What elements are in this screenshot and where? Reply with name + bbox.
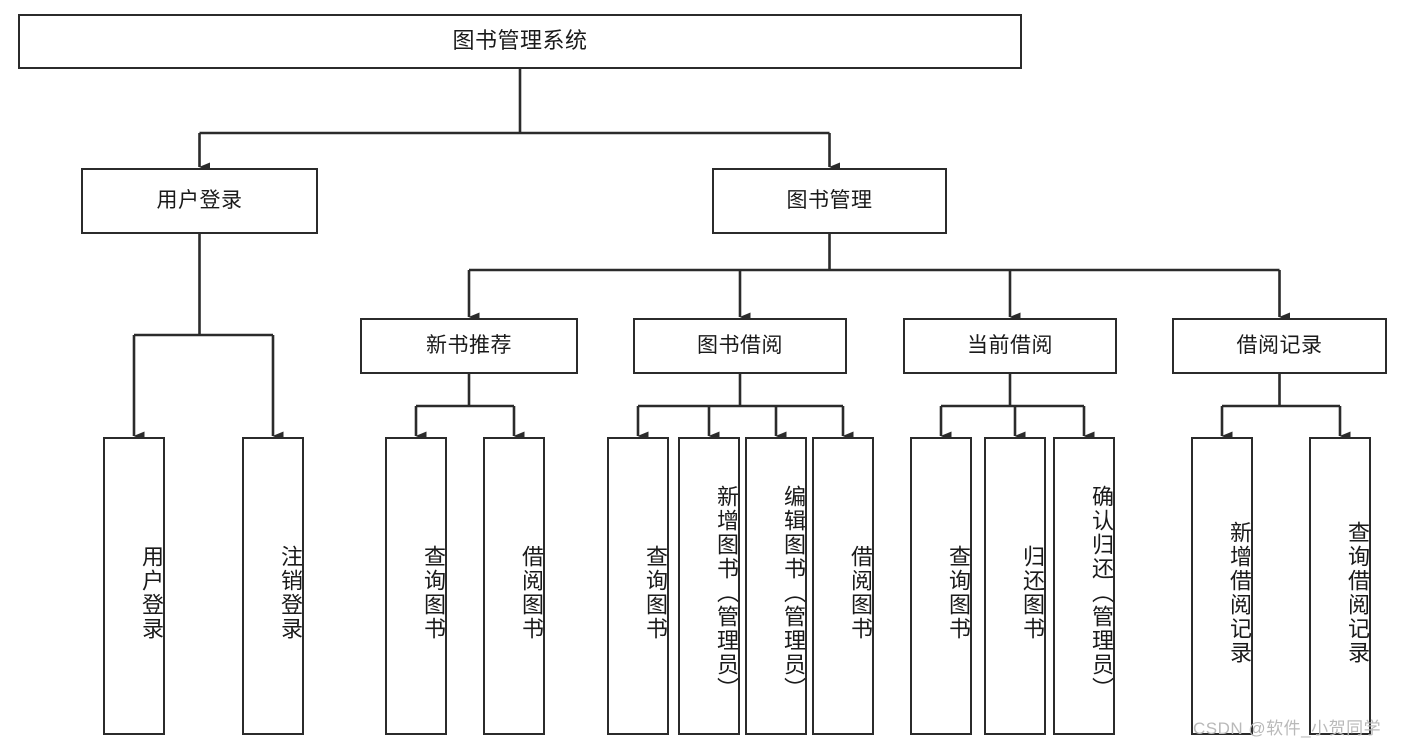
- node-current-borrow-label: 当前借阅: [967, 334, 1053, 358]
- node-leaf-user-logout[interactable]: 注销登录: [242, 437, 304, 735]
- node-book-manage[interactable]: 图书管理: [712, 168, 947, 234]
- node-borrow-record-label: 借阅记录: [1236, 334, 1323, 358]
- node-leaf-query-book-borrow-label: 查询图书: [643, 545, 668, 641]
- node-leaf-user-login[interactable]: 用户登录: [103, 437, 165, 735]
- node-leaf-edit-book[interactable]: 编辑图书（管理员）: [745, 437, 807, 735]
- node-leaf-edit-book-label: 编辑图书（管理员）: [781, 485, 806, 701]
- node-leaf-return-book[interactable]: 归还图书: [984, 437, 1046, 735]
- node-leaf-user-logout-label: 注销登录: [278, 545, 303, 641]
- node-leaf-query-book-rec-label: 查询图书: [421, 545, 446, 641]
- node-book-borrow[interactable]: 图书借阅: [633, 318, 847, 374]
- node-leaf-query-record[interactable]: 查询借阅记录: [1309, 437, 1371, 735]
- node-leaf-return-book-label: 归还图书: [1020, 545, 1045, 641]
- node-leaf-confirm-return[interactable]: 确认归还（管理员）: [1053, 437, 1115, 735]
- node-leaf-confirm-return-label: 确认归还（管理员）: [1089, 485, 1114, 701]
- node-leaf-borrow-book-rec-label: 借阅图书: [519, 545, 544, 641]
- node-borrow-record[interactable]: 借阅记录: [1172, 318, 1387, 374]
- node-leaf-query-record-label: 查询借阅记录: [1345, 521, 1370, 665]
- node-root[interactable]: 图书管理系统: [18, 14, 1022, 69]
- node-leaf-add-book[interactable]: 新增图书（管理员）: [678, 437, 740, 735]
- node-leaf-query-book-borrow[interactable]: 查询图书: [607, 437, 669, 735]
- watermark-text: CSDN @软件_小贺同学: [1193, 719, 1382, 738]
- node-leaf-borrow-book[interactable]: 借阅图书: [812, 437, 874, 735]
- node-new-book-recommend[interactable]: 新书推荐: [360, 318, 578, 374]
- node-leaf-query-book-rec[interactable]: 查询图书: [385, 437, 447, 735]
- node-leaf-borrow-book-label: 借阅图书: [848, 545, 873, 641]
- node-leaf-add-record-label: 新增借阅记录: [1227, 521, 1252, 665]
- node-leaf-query-book-cur[interactable]: 查询图书: [910, 437, 972, 735]
- node-leaf-query-book-cur-label: 查询图书: [946, 545, 971, 641]
- node-leaf-borrow-book-rec[interactable]: 借阅图书: [483, 437, 545, 735]
- node-book-borrow-label: 图书借阅: [697, 334, 783, 358]
- node-root-label: 图书管理系统: [452, 28, 588, 54]
- node-user-login[interactable]: 用户登录: [81, 168, 318, 234]
- node-current-borrow[interactable]: 当前借阅: [903, 318, 1117, 374]
- node-leaf-add-record[interactable]: 新增借阅记录: [1191, 437, 1253, 735]
- node-new-book-recommend-label: 新书推荐: [426, 334, 512, 358]
- node-book-manage-label: 图书管理: [786, 189, 873, 213]
- node-user-login-label: 用户登录: [156, 189, 243, 213]
- node-leaf-user-login-label: 用户登录: [139, 545, 164, 641]
- node-leaf-add-book-label: 新增图书（管理员）: [714, 485, 739, 701]
